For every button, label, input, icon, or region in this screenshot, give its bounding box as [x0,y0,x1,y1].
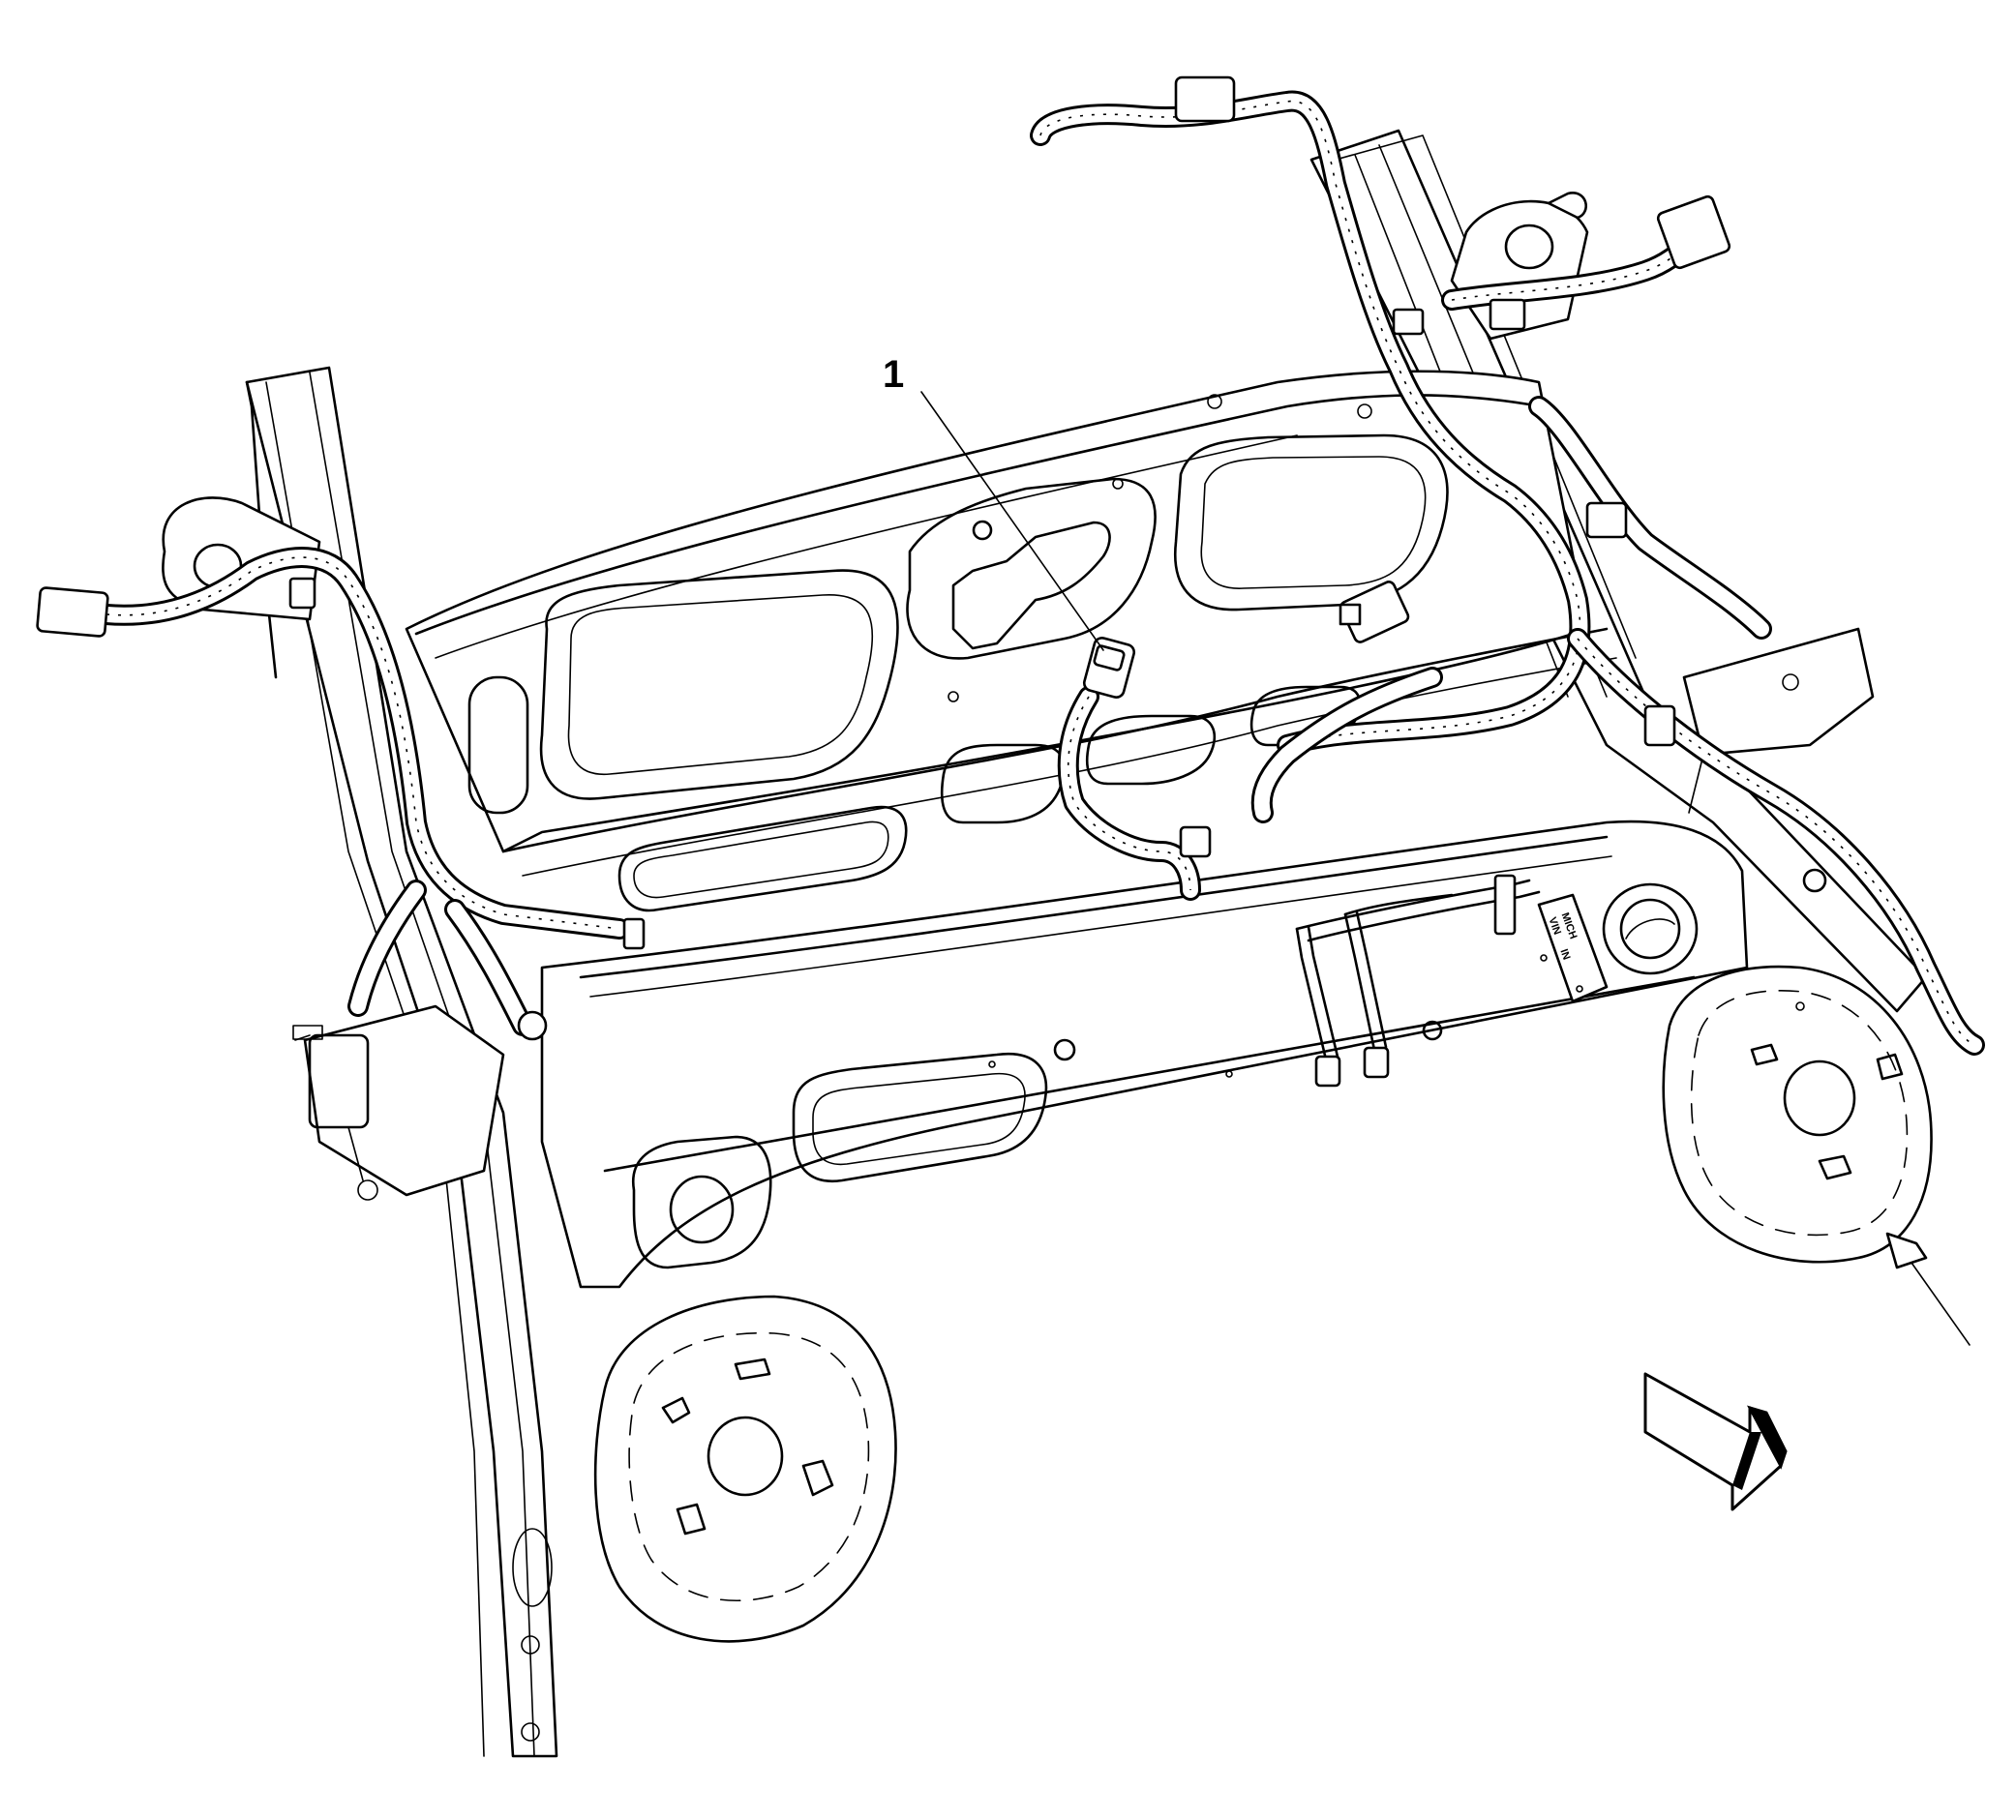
lower-crossmember [540,820,1749,1289]
callout-leader-line [920,391,1104,651]
wiring-harness [36,75,1985,1056]
left-lower-bracket [292,1004,505,1201]
upper-crossmember [405,370,1617,912]
rear-left-drum [593,1295,897,1643]
brake-lines [1295,874,1541,1088]
rear-right-drum [1662,965,1971,1346]
sensor-component [1082,637,1136,699]
callout-1: 1 [883,353,1104,651]
front-direction-arrow-icon [1643,1372,1788,1511]
callout-label-1: 1 [883,353,904,396]
vin-plate: MICH VIN IN [1537,893,1609,1003]
plate-text-line-3: IN [1557,947,1572,961]
plate-text-line-2: VIN [1546,915,1563,936]
